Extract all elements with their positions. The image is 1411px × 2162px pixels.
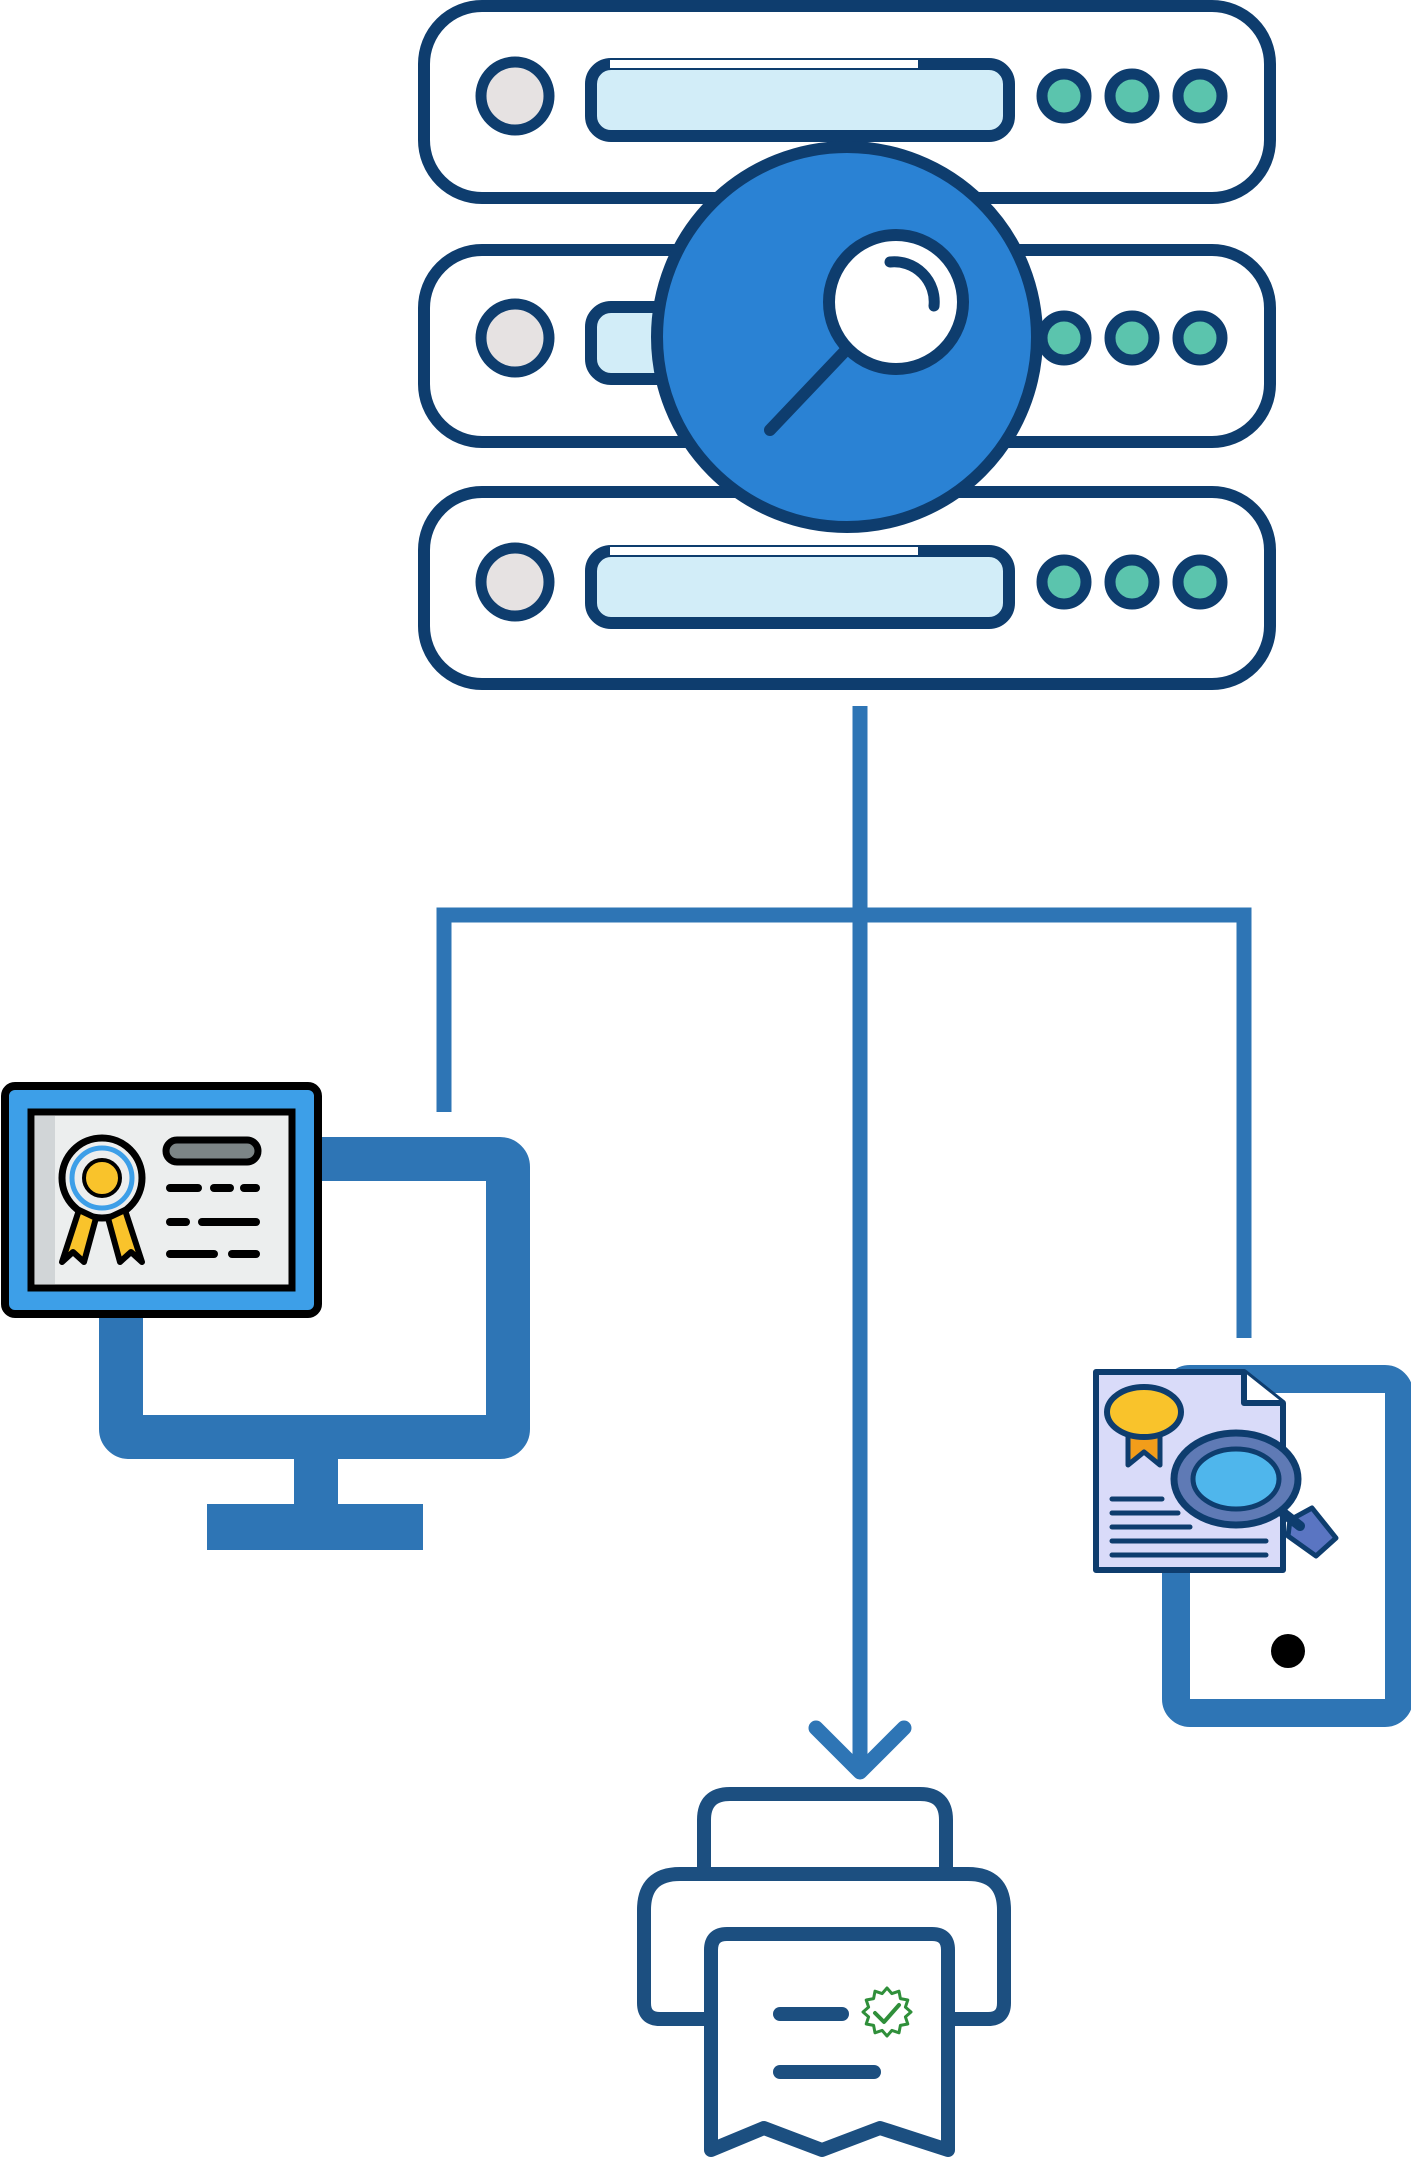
server-led	[1172, 554, 1228, 610]
document-fold	[1241, 1372, 1283, 1406]
server-power-icon	[475, 298, 555, 378]
document-seal	[1104, 1384, 1184, 1440]
connector-lines	[436, 706, 1252, 1780]
certificate-seal-ring	[69, 1145, 135, 1211]
branch-line	[436, 907, 1252, 1338]
magnifier-handle	[1285, 1505, 1339, 1559]
printer-top-tray	[697, 1787, 953, 1874]
server-led	[1036, 68, 1092, 124]
magnifier-icon	[651, 141, 1043, 533]
printer-paper	[704, 1927, 955, 2157]
certificate-seal	[82, 1158, 122, 1198]
server-unit-3	[418, 486, 1276, 690]
magnifier-neck	[1277, 1507, 1305, 1531]
printer-icon	[637, 1787, 1011, 2157]
magnifier-handle	[764, 344, 852, 436]
server-rack-icon	[418, 0, 1276, 690]
magnifier-lens	[823, 229, 969, 375]
certificate-text-lines	[166, 1184, 260, 1258]
server-led	[1104, 310, 1160, 366]
server-led	[1104, 68, 1160, 124]
server-led	[1172, 310, 1228, 366]
certificate-title-line	[162, 1136, 262, 1166]
certificate-ribbon-left	[59, 1207, 99, 1265]
server-unit-1	[418, 0, 1276, 204]
monitor-stand	[207, 1504, 423, 1550]
certificate-icon	[1, 1082, 322, 1318]
check-mark-icon	[873, 2003, 901, 2024]
certificate-paper-shade	[35, 1116, 55, 1284]
server-led	[1104, 554, 1160, 610]
verified-badge-shape	[861, 1986, 913, 2038]
magnifier-glint	[884, 256, 940, 312]
document-search-icon	[1093, 1369, 1339, 1573]
verified-badge-icon	[861, 1986, 913, 2038]
arrow-head	[808, 1720, 912, 1780]
server-led	[1172, 68, 1228, 124]
server-status-bar	[585, 58, 1015, 142]
document-text-lines	[1109, 1496, 1269, 1558]
server-led	[1036, 310, 1092, 366]
server-power-icon	[475, 542, 555, 622]
tablet-home-button	[1271, 1634, 1305, 1668]
server-status-bar	[585, 545, 1015, 629]
magnifier-lens	[1190, 1446, 1282, 1512]
certificate-ribbon-right	[105, 1207, 145, 1265]
server-power-icon	[475, 56, 555, 136]
monitor-neck	[294, 1458, 338, 1508]
server-led	[1036, 554, 1092, 610]
printer-body	[637, 1867, 1011, 2026]
